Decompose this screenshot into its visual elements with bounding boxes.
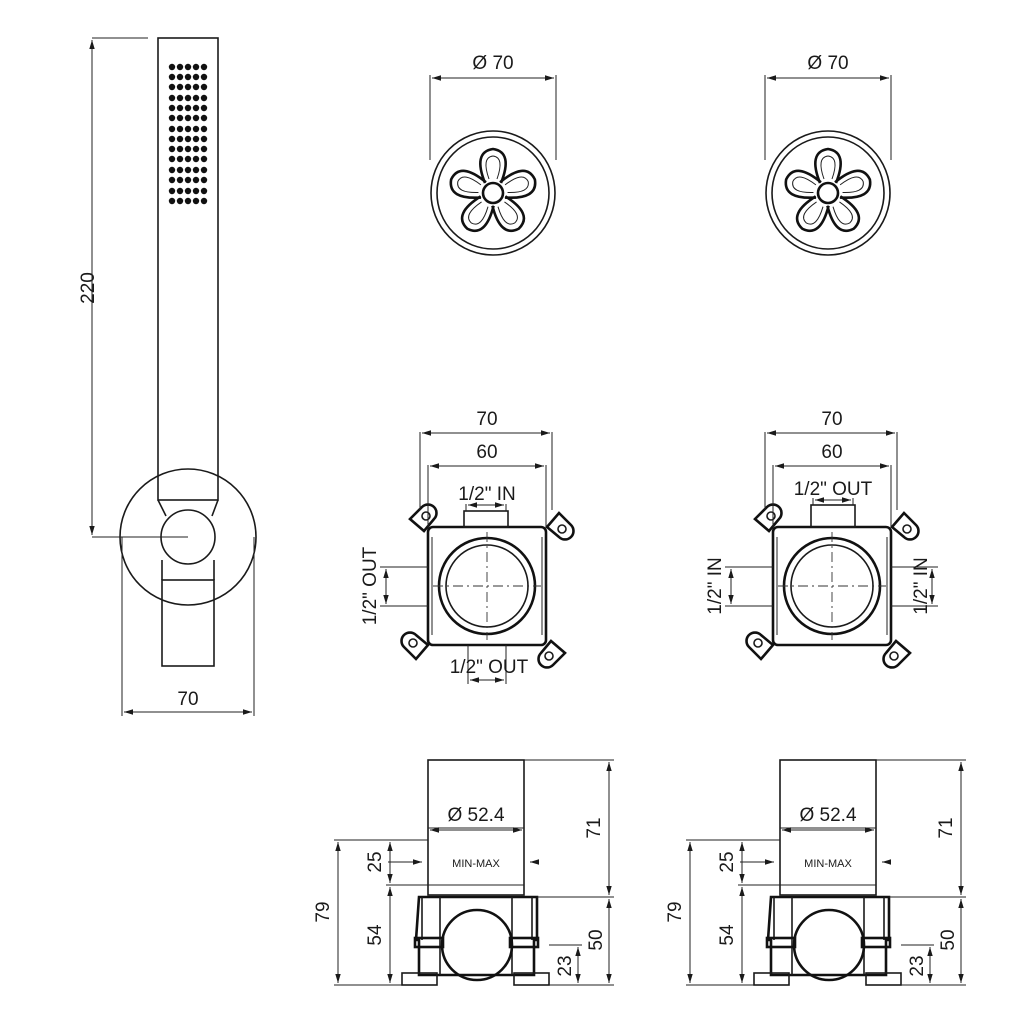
body-right-right-port-label: 1/2" IN xyxy=(911,557,932,614)
body-left-left-port-label: 1/2" OUT xyxy=(360,546,381,625)
body-top-left-view: 70 60 1/2" IN 1/2" OUT 1/2" OUT xyxy=(360,409,575,684)
body-left-bottom-port-label: 1/2" OUT xyxy=(450,657,529,678)
side-right-upper-label: 25 xyxy=(717,851,738,872)
side-left-lower-label: 54 xyxy=(365,924,386,946)
side-right-height-label: 71 xyxy=(936,817,957,838)
handshower-height-label: 220 xyxy=(78,272,99,304)
side-right-lower-label: 54 xyxy=(717,924,738,946)
side-left-range-label: MIN-MAX xyxy=(452,858,500,870)
body-right-inner-width-label: 60 xyxy=(821,442,842,463)
body-right-top-port-label: 1/2" OUT xyxy=(794,479,873,500)
handshower-view: 220 70 xyxy=(78,37,257,716)
body-left-outer-width-label: 70 xyxy=(476,409,497,430)
body-side-left-view: Ø 52.4 MIN-MAX 79 25 54 71 50 23 xyxy=(313,759,614,986)
spray-nozzles xyxy=(168,63,208,205)
side-right-base-label: 23 xyxy=(907,955,928,976)
side-left-upper-label: 25 xyxy=(365,851,386,872)
side-right-total-label: 79 xyxy=(665,901,686,922)
body-side-right-view: Ø 52.4 MIN-MAX 79 25 54 71 50 23 xyxy=(665,759,966,986)
side-left-height-label: 71 xyxy=(584,817,605,838)
body-left-inner-width-label: 60 xyxy=(476,442,497,463)
side-right-diameter-label: Ø 52.4 xyxy=(799,805,856,826)
rosette-left-view: Ø 70 xyxy=(429,53,557,257)
side-left-body-label: 50 xyxy=(586,929,607,950)
body-right-left-port-label: 1/2" IN xyxy=(705,557,726,614)
side-right-range-label: MIN-MAX xyxy=(804,858,852,870)
body-left-top-port-label: 1/2" IN xyxy=(458,484,515,505)
body-right-outer-width-label: 70 xyxy=(821,409,842,430)
rosette-left-diameter-label: Ø 70 xyxy=(472,53,513,74)
side-right-body-label: 50 xyxy=(938,929,959,950)
side-left-total-label: 79 xyxy=(313,901,334,922)
side-left-diameter-label: Ø 52.4 xyxy=(447,805,504,826)
side-left-base-label: 23 xyxy=(555,955,576,976)
body-top-right-view: 70 60 1/2" OUT 1/2" IN 1/2" IN xyxy=(705,409,938,669)
rosette-right-diameter-label: Ø 70 xyxy=(807,53,848,74)
handshower-width-label: 70 xyxy=(177,689,198,710)
rosette-right-view: Ø 70 xyxy=(764,53,892,257)
